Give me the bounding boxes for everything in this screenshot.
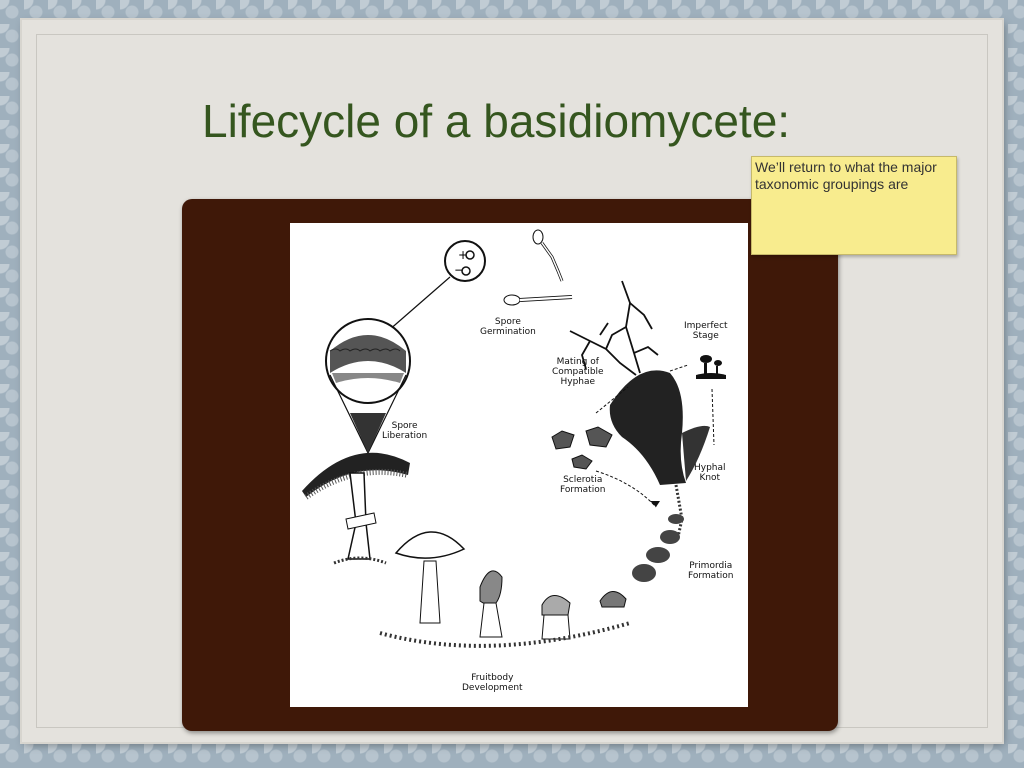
- magnified-gill-circle: [325, 318, 411, 404]
- imperfect-stage-cluster: [696, 355, 726, 379]
- label-spore-liberation: Spore Liberation: [382, 421, 428, 441]
- label-mating-hyphae: Mating of Compatible Hyphae: [552, 357, 604, 387]
- label-primordia-formation: Primordia Formation: [688, 561, 734, 581]
- slide-title: Lifecycle of a basidiomycete:: [202, 95, 791, 147]
- label-spore-germination: Spore Germination: [480, 317, 536, 337]
- hyphal-mass: [609, 370, 710, 538]
- lifecycle-diagram: + −: [290, 223, 748, 707]
- mating-hyphae: [569, 280, 659, 376]
- primordia: [632, 514, 684, 582]
- sclerotia: [551, 426, 613, 470]
- sticky-note[interactable]: We’ll return to what the major taxonomic…: [751, 156, 957, 255]
- spore-nuclei-circle: + −: [444, 240, 486, 282]
- fruitbody-development: [379, 531, 631, 648]
- minus-symbol: −: [454, 263, 464, 277]
- label-fruitbody-development: Fruitbody Development: [462, 673, 523, 693]
- plus-symbol: +: [458, 248, 468, 262]
- label-hyphal-knot: Hyphal Knot: [694, 463, 726, 483]
- label-imperfect-stage: Imperfect Stage: [684, 321, 728, 341]
- mature-mushroom: [302, 452, 410, 565]
- slide: Lifecycle of a basidiomycete: + −: [22, 20, 1002, 742]
- lifecycle-illustration: + −: [302, 229, 726, 648]
- diagram-frame: + −: [182, 199, 838, 731]
- label-sclerotia-formation: Sclerotia Formation: [560, 475, 606, 495]
- germinating-spores: [503, 229, 573, 306]
